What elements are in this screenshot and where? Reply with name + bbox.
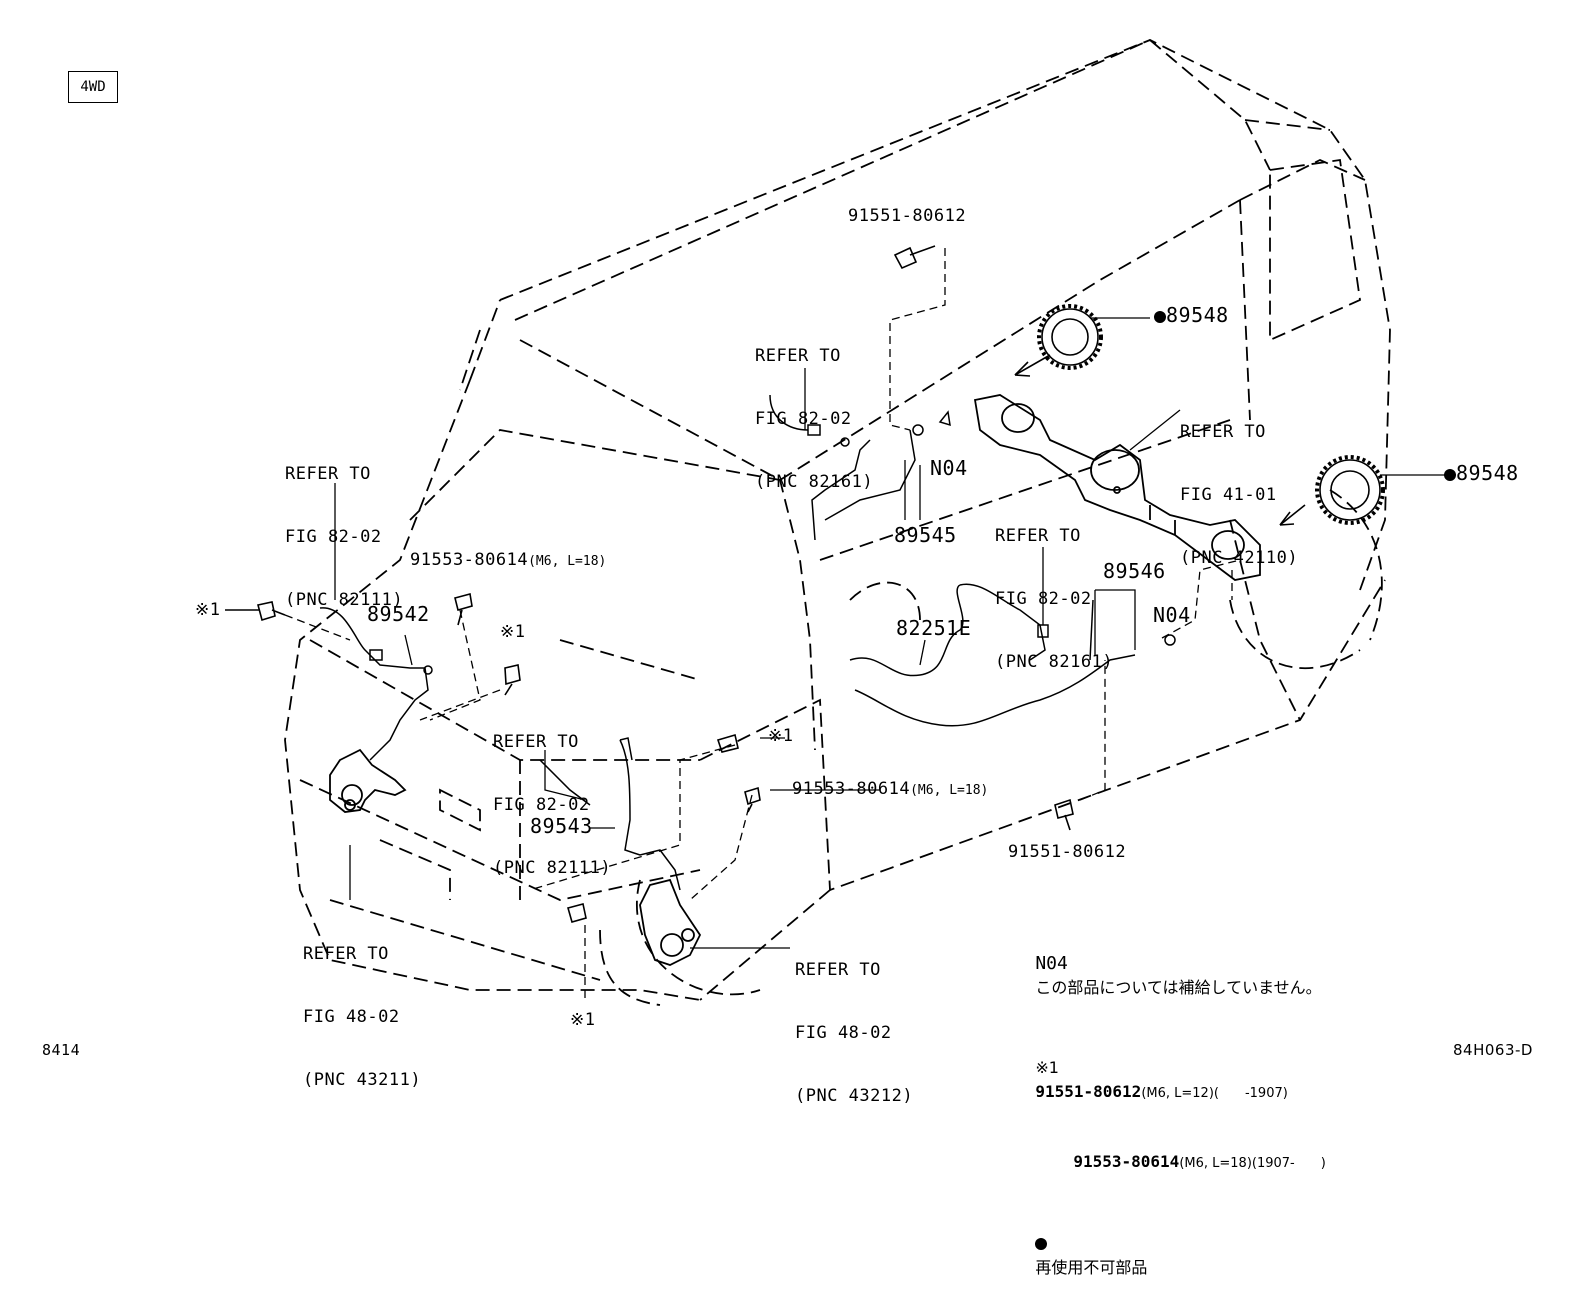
refer-line-3: (PNC 82161)	[755, 472, 874, 492]
legend-n04-text: この部品については補給していません。	[1035, 978, 1322, 997]
legend-kome-part-2-spec: (M6, L=18)(1907- )	[1179, 1156, 1326, 1171]
refer-line-1: REFER TO	[493, 732, 579, 752]
harness-89546	[849, 583, 1176, 727]
legend-kome-part-2: 91553-80614	[1073, 1152, 1180, 1171]
refer-line-1: REFER TO	[795, 960, 881, 980]
part-number: 89548	[1166, 303, 1229, 327]
label-refer-82161-a: REFER TO FIG 82-02 (PNC 82161)	[755, 304, 873, 514]
label-89548-upper: 89548	[1154, 305, 1229, 326]
refer-line-1: REFER TO	[995, 526, 1081, 546]
label-kome1-a: ※1	[195, 600, 221, 620]
label-91553-80614-upper: 91553-80614(M6, L=18)	[410, 550, 606, 572]
label-91553-80614-lower: 91553-80614(M6, L=18)	[792, 779, 988, 801]
label-89542: 89542	[367, 602, 430, 626]
label-89543: 89543	[530, 814, 593, 838]
label-refer-82111-a: REFER TO FIG 82-02 (PNC 82111)	[285, 422, 403, 632]
legend-kome-part-1: 91551-80612	[1035, 1082, 1142, 1101]
refer-line-1: REFER TO	[1180, 422, 1266, 442]
refer-line-2: FIG 48-02	[303, 1007, 400, 1027]
part-number: 89548	[1456, 461, 1519, 485]
refer-line-1: REFER TO	[285, 464, 371, 484]
harness-89543	[539, 737, 681, 891]
legend-kome-row-2: 91553-80614(M6, L=18)(1907- )	[1015, 1126, 1326, 1200]
legend-dot-text: 再使用不可部品	[1035, 1258, 1148, 1277]
refer-line-3: (PNC 42110)	[1180, 548, 1299, 568]
refer-line-3: (PNC 43212)	[795, 1086, 914, 1106]
refer-line-1: REFER TO	[755, 346, 841, 366]
label-n04-upper: N04	[930, 456, 968, 480]
legend-n04-code: N04	[1035, 953, 1068, 974]
footer-left-code: 8414	[42, 1041, 81, 1059]
non-reusable-dot-icon	[1444, 469, 1456, 481]
refer-line-3: (PNC 82111)	[493, 858, 612, 878]
refer-line-3: (PNC 82111)	[285, 590, 404, 610]
refer-line-3: (PNC 82161)	[995, 652, 1114, 672]
legend-kome-part-1-spec: (M6, L=12)( -1907)	[1141, 1086, 1288, 1101]
label-refer-42110: REFER TO FIG 41-01 (PNC 42110)	[1180, 380, 1298, 590]
legend-kome-mark: ※1	[1035, 1058, 1059, 1077]
tone-ring-lower	[1315, 455, 1385, 525]
solid-leaders	[334, 317, 1445, 949]
label-89546: 89546	[1103, 559, 1166, 583]
tone-ring-upper	[1037, 304, 1103, 370]
label-kome1-d: ※1	[570, 1010, 596, 1030]
refer-line-3: (PNC 43211)	[303, 1070, 422, 1090]
refer-line-2: FIG 82-02	[995, 589, 1092, 609]
label-kome1-b: ※1	[500, 622, 526, 642]
label-n04-lower: N04	[1153, 603, 1191, 627]
label-89545: 89545	[894, 523, 957, 547]
label-82251e: 82251E	[896, 616, 972, 640]
part-spec: (M6, L=18)	[910, 783, 989, 798]
part-spec: (M6, L=18)	[528, 554, 607, 569]
rear-axle	[973, 394, 1261, 581]
legend: N04 この部品については補給していません。 ※1 91551-80612(M6…	[1015, 928, 1326, 1304]
legend-dot-row: 再使用不可部品	[1015, 1208, 1326, 1304]
part-number: 91553-80614	[792, 779, 911, 799]
label-91551-80612-lower: 91551-80612	[1008, 842, 1127, 862]
part-number: 91553-80614	[410, 550, 529, 570]
wheel-arch	[599, 599, 1361, 1006]
footer-right-code: 84H063-D	[1453, 1041, 1533, 1059]
arrows	[225, 354, 1306, 611]
refer-line-2: FIG 41-01	[1180, 485, 1277, 505]
legend-kome-row-1: ※1 91551-80612(M6, L=12)( -1907)	[1015, 1032, 1326, 1130]
label-refer-43212: REFER TO FIG 48-02 (PNC 43212)	[795, 918, 913, 1128]
leader-lines	[284, 248, 1241, 1000]
knuckle-right	[639, 878, 702, 966]
bolts	[257, 245, 1074, 923]
label-89548-lower: 89548	[1444, 463, 1519, 484]
parts-diagram	[225, 39, 1445, 1006]
refer-line-2: FIG 82-02	[285, 527, 382, 547]
refer-line-2: FIG 48-02	[795, 1023, 892, 1043]
label-refer-82111-b: REFER TO FIG 82-02 (PNC 82111)	[493, 690, 611, 900]
legend-n04-row: N04 この部品については補給していません。	[1015, 928, 1326, 1024]
knuckle-left	[329, 748, 407, 813]
non-reusable-dot-icon	[1035, 1238, 1048, 1250]
harness-89545	[769, 394, 951, 541]
non-reusable-dot-icon	[1154, 311, 1166, 323]
label-91551-80612-top: 91551-80612	[848, 206, 967, 226]
vehicle-outline	[284, 39, 1391, 1001]
refer-line-2: FIG 82-02	[493, 795, 590, 815]
label-refer-82161-b: REFER TO FIG 82-02 (PNC 82161)	[995, 484, 1113, 694]
refer-line-1: REFER TO	[303, 944, 389, 964]
refer-line-2: FIG 82-02	[755, 409, 852, 429]
harness-89542	[319, 607, 433, 761]
label-kome1-c: ※1	[768, 726, 794, 746]
label-refer-43211: REFER TO FIG 48-02 (PNC 43211)	[303, 902, 421, 1112]
4wd-badge: 4WD	[68, 71, 118, 103]
